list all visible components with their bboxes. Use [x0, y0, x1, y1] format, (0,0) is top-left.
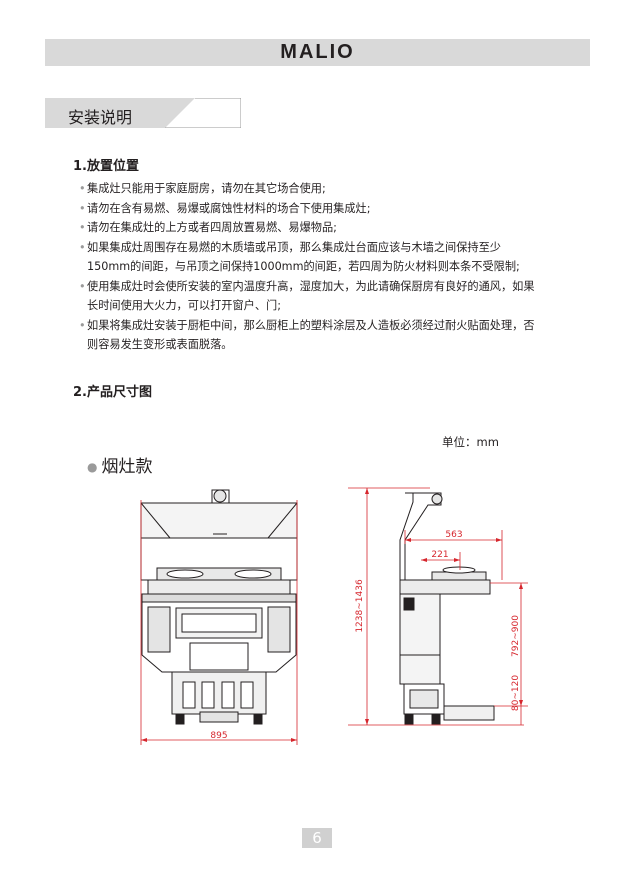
front-width-dimension — [140, 500, 298, 745]
dimension-arrows — [365, 488, 523, 725]
front-view — [140, 489, 298, 725]
list-item: 请勿在集成灶的上方或者四周放置易燃、易爆物品; — [79, 218, 539, 238]
depth-burner-label: 221 — [431, 550, 448, 560]
placement-list: 集成灶只能用于家庭厨房，请勿在其它场合使用; 请勿在含有易燃、易爆或腐蚀性材料的… — [79, 179, 539, 355]
header-bar: MALIO — [45, 39, 590, 66]
variant-label: ●烟灶款 — [87, 452, 152, 477]
variant-text: 烟灶款 — [101, 457, 153, 477]
side-view — [399, 492, 495, 725]
dimensions-heading: 2.产品尺寸图 — [73, 385, 152, 400]
total-height-label: 1238~1436 — [355, 579, 365, 633]
brand-logo: MALIO — [280, 41, 355, 63]
list-item: 使用集成灶时会使所安装的室内温度升高，湿度加大，为此请确保厨房有良好的通风，如果… — [79, 277, 539, 316]
list-item: 请勿在含有易燃、易爆或腐蚀性材料的场合下使用集成灶; — [79, 199, 539, 219]
depth-top-label: 563 — [445, 530, 462, 540]
base-height-label: 80~120 — [511, 675, 521, 711]
section-tab — [45, 98, 241, 128]
page-number: 6 — [302, 828, 332, 848]
dimension-labels: 895 1238~1436 563 221 792~900 80~120 — [210, 530, 521, 741]
counter-height-label: 792~900 — [511, 615, 521, 657]
unit-label: 单位：mm — [442, 435, 499, 449]
list-item: 如果集成灶周围存在易燃的木质墙或吊顶，那么集成灶台面应该与木墙之间保持至少150… — [79, 238, 539, 277]
side-dimensions — [348, 487, 528, 726]
front-width-label: 895 — [210, 731, 227, 741]
placement-heading: 1.放置位置 — [73, 159, 139, 174]
bullet-icon: ● — [87, 460, 98, 474]
list-item: 如果将集成灶安装于厨柜中间，那么厨柜上的塑料涂层及人造板必须经过耐火贴面处理，否… — [79, 316, 539, 355]
section-title: 安装说明 — [68, 108, 133, 127]
list-item: 集成灶只能用于家庭厨房，请勿在其它场合使用; — [79, 179, 539, 199]
